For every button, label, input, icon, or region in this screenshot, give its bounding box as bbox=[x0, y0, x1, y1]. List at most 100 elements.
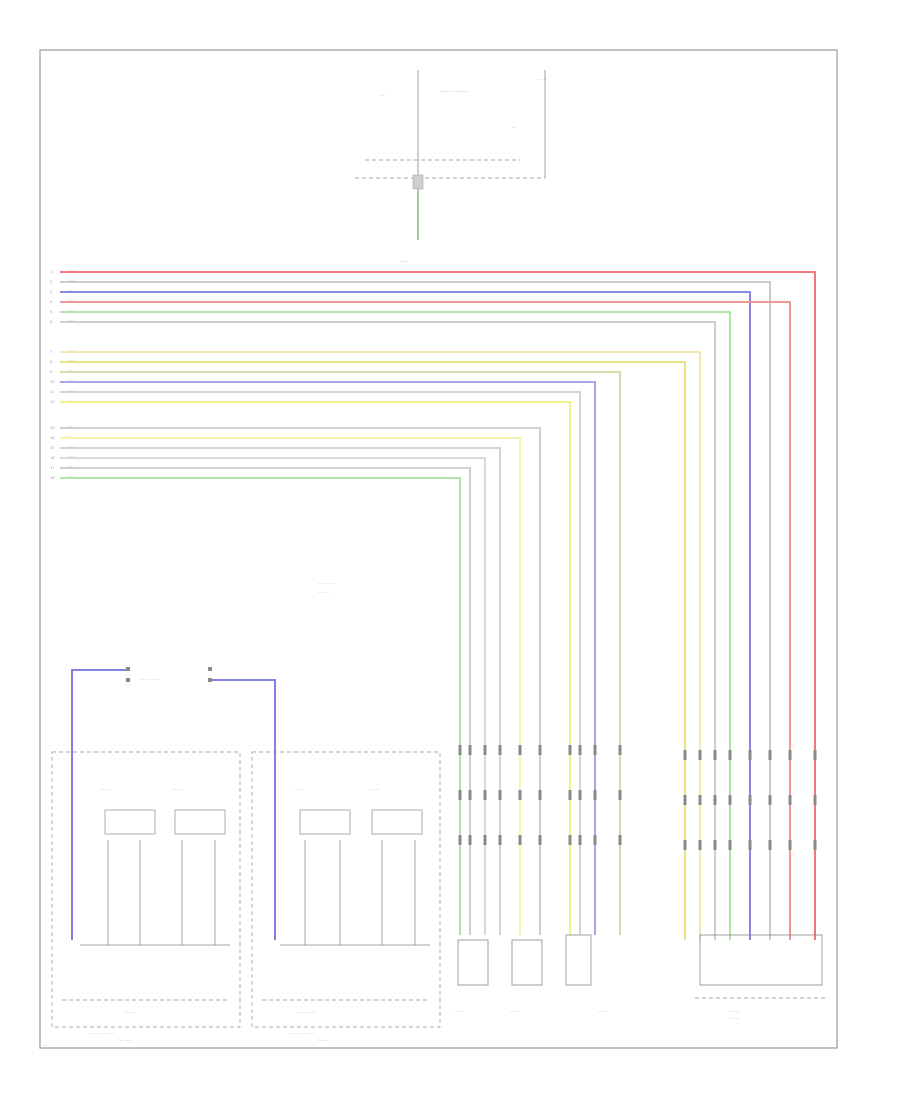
wire-label: ...... bbox=[68, 298, 75, 302]
wire-connector-pin bbox=[483, 790, 487, 800]
wire-connector-pin bbox=[713, 795, 717, 805]
wire-connector-pin bbox=[538, 835, 542, 845]
wire-connector-pin bbox=[788, 750, 792, 760]
wire-connector-pin bbox=[768, 795, 772, 805]
module-left: ........ ........ .......... ......... .… bbox=[51, 751, 241, 1042]
relay-icon bbox=[174, 809, 226, 835]
wire-connector-pin bbox=[483, 745, 487, 755]
wire-number: 6 bbox=[50, 320, 53, 324]
wire-connector-pin bbox=[468, 745, 472, 755]
bottom-label: ........ bbox=[730, 1009, 739, 1013]
wire-connector-pin bbox=[788, 840, 792, 850]
wire-number: 10 bbox=[50, 380, 55, 384]
wire-connector-pin bbox=[813, 840, 817, 850]
connector-box bbox=[699, 934, 823, 986]
module-left-sub2: ... ...... bbox=[120, 1038, 131, 1042]
wire-label: ...... bbox=[68, 388, 75, 392]
wire bbox=[60, 391, 581, 935]
wire-label: ...... bbox=[68, 348, 75, 352]
wire bbox=[60, 457, 486, 935]
wire bbox=[60, 291, 751, 940]
side-label: ........ bbox=[538, 77, 547, 81]
wire-connector-pin bbox=[458, 835, 462, 845]
wire-label: ...... bbox=[68, 424, 75, 428]
wire bbox=[60, 281, 771, 940]
wire bbox=[60, 467, 471, 935]
wire-connector-pin bbox=[568, 745, 572, 755]
ground-module: ......... ........ bbox=[71, 667, 276, 940]
relay-icon bbox=[299, 809, 351, 835]
sensor-box bbox=[511, 939, 543, 986]
wire bbox=[60, 301, 791, 940]
module-left-title: .......... bbox=[125, 1010, 136, 1014]
bus-title: ...... bbox=[400, 259, 409, 264]
wire-number: 12 bbox=[50, 400, 55, 404]
relay-icon bbox=[104, 809, 156, 835]
wire-number: 7 bbox=[50, 350, 52, 354]
wire-connector-pin bbox=[458, 790, 462, 800]
ground-label: ..... bbox=[380, 93, 386, 97]
top-connector bbox=[412, 174, 424, 190]
wire-connector-pin bbox=[468, 790, 472, 800]
wire-number: 2 bbox=[50, 280, 52, 284]
wire-connector-pin bbox=[618, 835, 622, 845]
wire-connector-pin bbox=[683, 795, 687, 805]
wire bbox=[60, 321, 716, 940]
bottom-label: ........ bbox=[730, 1016, 739, 1020]
wire-label: ...... bbox=[68, 464, 75, 468]
wire-number: 1 bbox=[50, 270, 52, 274]
module-center-left-subtitle: ......... ........... bbox=[290, 1031, 314, 1035]
wire-connector-pin bbox=[698, 750, 702, 760]
wire bbox=[60, 351, 701, 940]
wire-connector-pin bbox=[568, 835, 572, 845]
wire-number: 14 bbox=[50, 436, 55, 440]
wire-connector-pin bbox=[518, 835, 522, 845]
wire-number: 18 bbox=[50, 476, 55, 480]
bottom-label: ....... bbox=[510, 1009, 518, 1013]
wire-connector-pin bbox=[713, 840, 717, 850]
wire-label: ...... bbox=[68, 454, 75, 458]
wire-label: ...... bbox=[68, 444, 75, 448]
wire-connector-pin bbox=[813, 750, 817, 760]
wire bbox=[60, 271, 816, 940]
wire-connector-pin bbox=[748, 795, 752, 805]
diagram-frame bbox=[39, 49, 838, 1049]
relay-label: ........ bbox=[370, 787, 379, 791]
sensor-box bbox=[457, 939, 489, 986]
wire-connector-pin bbox=[483, 835, 487, 845]
note-2: ... ...... bbox=[318, 590, 329, 594]
wire bbox=[60, 427, 541, 935]
wire-connector-pin bbox=[538, 790, 542, 800]
wire-label: ...... bbox=[68, 268, 75, 272]
wire-label: ...... bbox=[68, 474, 75, 478]
wire-number: 4 bbox=[50, 300, 53, 304]
module-center-left-sub2: ... ...... bbox=[318, 1038, 329, 1042]
bottom-label: ....... bbox=[455, 1009, 463, 1013]
wire bbox=[60, 401, 571, 935]
wire-connector-pin bbox=[578, 745, 582, 755]
wires: ......1.......2......3......4......5....… bbox=[50, 268, 817, 940]
relay-label: ........ bbox=[172, 787, 181, 791]
module-center-left: ........ ........ ........ ....... .....… bbox=[251, 751, 441, 1042]
wire-connector-pin bbox=[713, 750, 717, 760]
wire-connector-pin bbox=[698, 795, 702, 805]
wire-connector-pin bbox=[748, 750, 752, 760]
wire-connector-pin bbox=[498, 745, 502, 755]
wire-label: ... bbox=[68, 434, 71, 438]
wire-connector-pin bbox=[578, 790, 582, 800]
wire-connector-pin bbox=[593, 790, 597, 800]
wire-connector-pin bbox=[498, 835, 502, 845]
wire bbox=[60, 447, 501, 935]
wire-connector-pin bbox=[728, 750, 732, 760]
wire-label: ...... bbox=[68, 288, 75, 292]
bottom-label: ........ bbox=[598, 1009, 607, 1013]
wire-label: ....... bbox=[68, 278, 76, 282]
wire-label: ...... bbox=[68, 378, 75, 382]
wire-connector-pin bbox=[568, 790, 572, 800]
splice-label: .... bbox=[512, 125, 517, 129]
module-internal-wires bbox=[80, 840, 430, 946]
corner-label: ...... bbox=[44, 1043, 51, 1047]
switch-box bbox=[565, 934, 592, 986]
wire-connector-pin bbox=[618, 790, 622, 800]
wire-connector-pin bbox=[618, 745, 622, 755]
